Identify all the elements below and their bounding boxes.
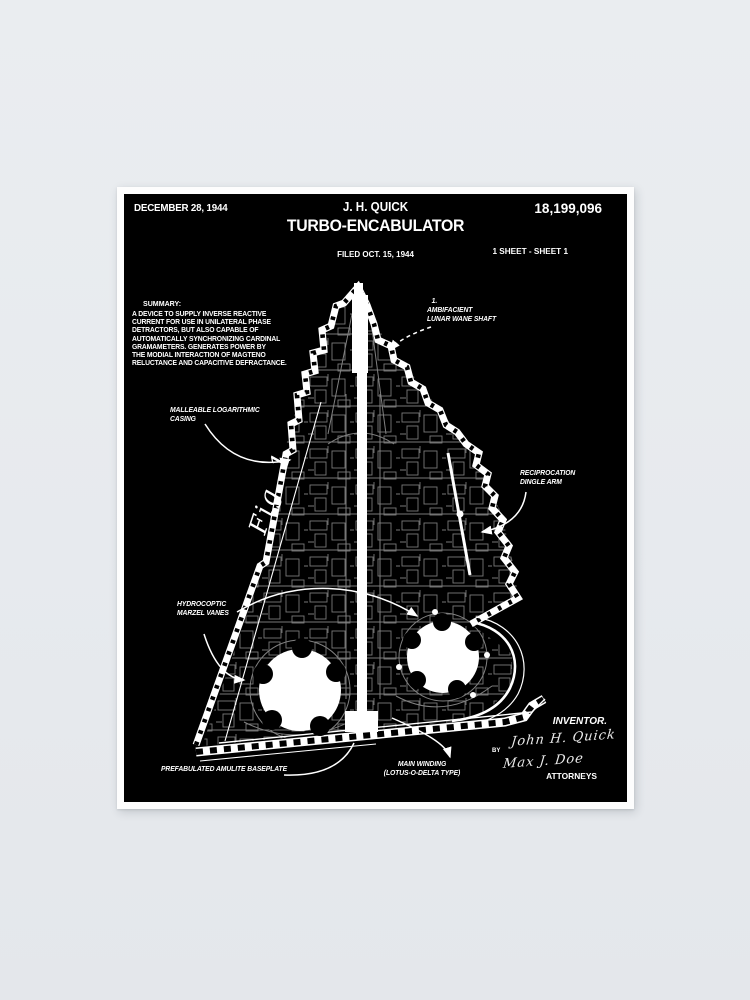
main-winding-leader-arrow — [391, 717, 452, 759]
patent-number: 18,199,096 — [534, 201, 602, 216]
marzel-leader-arrow-right — [236, 587, 419, 617]
summary-text: A DEVICE TO SUPPLY INVERSE REACTIVE CURR… — [132, 309, 287, 368]
marzel-leader-arrow-left — [203, 633, 246, 684]
casing-leader-arrow — [204, 423, 292, 467]
patent-poster: DECEMBER 28, 1944 J. H. QUICK TURBO-ENCA… — [117, 187, 634, 809]
wane-shaft-leader-arrow — [389, 326, 432, 352]
summary-heading: SUMMARY: — [143, 299, 182, 308]
attorneys-label: ATTORNEYS — [546, 771, 597, 781]
dingle-arm — [446, 452, 472, 576]
lunar-wane-shaft — [345, 283, 378, 732]
callout-lunar-wane-shaft: 1. AMBIFACIENT LUNAR WANE SHAFT — [427, 296, 497, 323]
patent-title: TURBO-ENCABULATOR — [286, 216, 465, 235]
patent-drawing — [192, 280, 547, 776]
callout-dingle-arm: RECIPROCATION DINGLE ARM — [520, 468, 576, 486]
marzel-vane-left — [253, 638, 346, 736]
patent-date: DECEMBER 28, 1944 — [134, 202, 228, 214]
patent-filed-date: FILED OCT. 15, 1944 — [337, 249, 414, 259]
inventor-heading: INVENTOR. — [552, 716, 607, 727]
callout-main-winding: MAIN WINDING (LOTUS-O-DELTA TYPE) — [383, 759, 461, 777]
baseplate-leader — [283, 742, 355, 776]
marzel-vane-right — [396, 609, 490, 698]
callout-marzel-vanes: HYDROCOPTIC MARZEL VANES — [177, 599, 229, 617]
patent-sheet-label: 1 SHEET - SHEET 1 — [492, 247, 568, 256]
dingle-arm-leader-arrow — [480, 491, 527, 535]
patent-inventor-name: J. H. QUICK — [342, 200, 409, 214]
leader-lines — [203, 326, 527, 776]
callout-amulite-baseplate: PREFABULATED AMULITE BASEPLATE — [161, 764, 288, 773]
body-outline — [192, 280, 523, 747]
callout-logarithmic-casing: MALLEABLE LOGARITHMIC CASING — [170, 405, 260, 423]
by-label: BY — [492, 748, 501, 754]
patent-print: DECEMBER 28, 1944 J. H. QUICK TURBO-ENCA… — [124, 194, 627, 802]
